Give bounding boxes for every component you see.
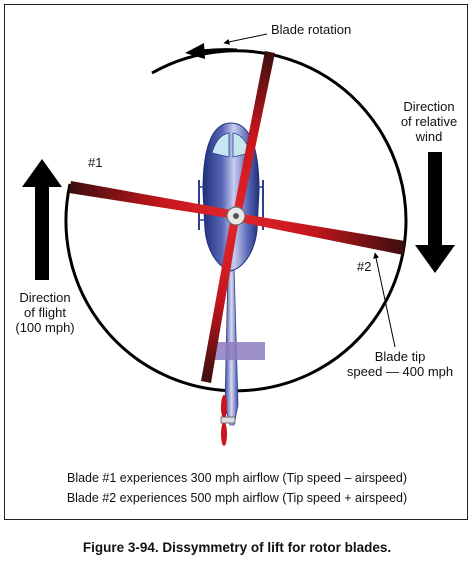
flight-label-line-3: (100 mph) xyxy=(15,320,75,335)
blade-rotation-arrowhead xyxy=(185,43,205,59)
tail-rotor-lower xyxy=(221,422,227,446)
wind-arrow-shaft xyxy=(428,152,442,247)
rotation-label-leader xyxy=(223,33,268,45)
blade-2-label: #2 xyxy=(357,259,372,274)
flight-label-line-1: Direction xyxy=(19,290,71,305)
blade-1-note: Blade #1 experiences 300 mph airflow (Ti… xyxy=(66,471,407,485)
rotor-hub-center xyxy=(233,213,239,219)
horizontal-stabilizer xyxy=(213,342,265,360)
wind-arrow-head xyxy=(415,245,455,273)
tip-speed-line-1: Blade tip xyxy=(374,349,426,364)
relative-wind-line-3: wind xyxy=(415,129,443,144)
rotor-disc-circle xyxy=(64,49,408,393)
tip-speed-line-2: speed — 400 mph xyxy=(346,364,454,379)
tail-rotor-upper xyxy=(221,395,227,419)
relative-wind-line-2: of relative xyxy=(400,114,458,129)
direction-of-flight-label: Direction of flight (100 mph) xyxy=(5,290,85,335)
rotor-diagram xyxy=(22,33,455,446)
blade-rotation-label: Blade rotation xyxy=(271,22,352,37)
blade-2-right xyxy=(235,213,405,255)
flight-arrow-shaft xyxy=(35,185,49,280)
blade-1-left xyxy=(69,181,237,219)
blade-1-label: #1 xyxy=(88,155,103,170)
figure-frame: Blade rotation Direction of relative win… xyxy=(4,4,468,520)
figure-caption: Figure 3-94. Dissymmetry of lift for rot… xyxy=(82,540,392,555)
tip-speed-leader xyxy=(373,252,396,348)
cockpit-window-left xyxy=(211,132,230,158)
relative-wind-label: Direction of relative wind xyxy=(389,99,469,144)
blade-rotation-arrow xyxy=(200,48,238,53)
blade-tip-speed-label: Blade tip speed — 400 mph xyxy=(345,349,455,379)
blade-forward xyxy=(233,51,275,216)
relative-wind-line-1: Direction xyxy=(403,99,455,114)
tail-rotor-hub xyxy=(220,416,236,424)
blade-aft xyxy=(201,217,239,383)
flight-arrow-head xyxy=(22,159,62,187)
flight-label-line-2: of flight xyxy=(24,305,66,320)
blade-2-note: Blade #2 experiences 500 mph airflow (Ti… xyxy=(66,491,408,505)
